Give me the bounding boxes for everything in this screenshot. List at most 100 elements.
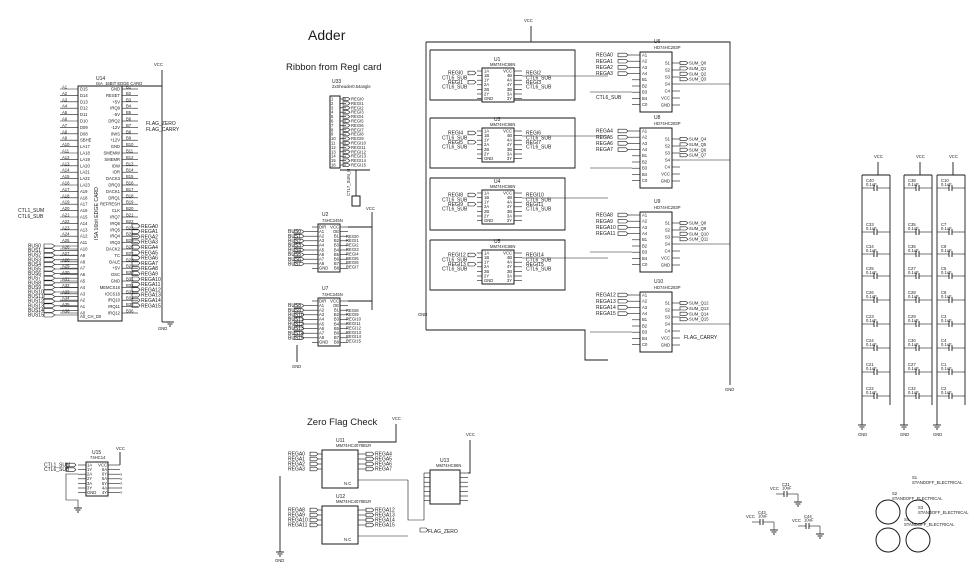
xor-pin-right: 4B bbox=[507, 255, 512, 260]
edge-left-pin-number: A1 bbox=[62, 85, 68, 90]
edge-right-pin-number: B5 bbox=[126, 110, 132, 115]
adder-sum-flag bbox=[679, 137, 689, 141]
adder-pin-left: B3 bbox=[642, 330, 648, 335]
adder-sum-label: SUM_Q3 bbox=[689, 77, 707, 82]
xor-pin-right: 3A bbox=[507, 213, 512, 218]
edge-left-pin-number: A18 bbox=[62, 193, 70, 198]
edge-left-pin-number: A9 bbox=[62, 136, 68, 141]
edge-right-pin-label: 0WS bbox=[111, 131, 120, 136]
ribbon-pin-flag bbox=[342, 132, 351, 137]
zero-top-vcc bbox=[358, 424, 397, 443]
xor-ctl-label-r: CTL6_SUB bbox=[526, 197, 552, 203]
bus-label: BUS14 bbox=[28, 308, 44, 314]
buffer-in-flag bbox=[293, 317, 305, 322]
adder-rega-label: REGA10 bbox=[596, 225, 616, 231]
buffer-in-label: BUS3 bbox=[288, 243, 301, 249]
bus-label: BUS1 bbox=[28, 248, 41, 254]
edge-right-pin-label: IRQ7 bbox=[110, 215, 120, 220]
ribbon-pin-number: 7 bbox=[331, 123, 334, 128]
reg-flag bbox=[131, 234, 141, 239]
edge-right-pin-label: CLK bbox=[112, 208, 120, 213]
edge-left-pin-number: A17 bbox=[62, 187, 70, 192]
xor-ctl-label: CTL6_SUB bbox=[442, 197, 468, 203]
adder-pin-left: A3 bbox=[642, 141, 648, 146]
edge-right-pin-number: B29 bbox=[126, 264, 134, 269]
cap-value: 0.1uF bbox=[866, 248, 877, 253]
adder-pin-left: A3 bbox=[642, 305, 648, 310]
zero-out-label: REGA6 bbox=[375, 462, 392, 468]
xor-pin-left: 2B bbox=[484, 209, 489, 214]
small-chip-pin-r: 4A bbox=[102, 485, 107, 490]
buffer-in-label: BUS13 bbox=[288, 326, 304, 332]
xor-regi-label-r: REGI2 bbox=[526, 71, 541, 77]
xor-body bbox=[481, 127, 515, 163]
edge-left-pin-label: A10 bbox=[80, 247, 88, 252]
xor-pin-right: 3B bbox=[507, 87, 512, 92]
edge-left-pin-label: LA17 bbox=[80, 144, 90, 149]
xor-pin-left: 2Y bbox=[484, 91, 489, 96]
zero-in-flag bbox=[309, 456, 319, 462]
adder-body bbox=[639, 291, 673, 353]
adder-rega-flag bbox=[617, 59, 629, 64]
edge-right-pin-number: B18 bbox=[126, 193, 134, 198]
xor-pin-left: 1A bbox=[484, 250, 489, 255]
edge-gnd-label: GND bbox=[158, 326, 167, 331]
adder-sum-flag bbox=[679, 77, 689, 82]
ribbon-pin-label: REGI9 bbox=[351, 136, 364, 141]
zero-out-flag bbox=[365, 466, 375, 472]
buffer-pin-right: B5 bbox=[334, 326, 340, 331]
xor-pin-left: 1Y bbox=[484, 200, 489, 205]
xor-regi-label-r: REGI11 bbox=[526, 202, 544, 208]
buffer-in-label: BUS4 bbox=[288, 248, 301, 254]
zero-mux-name: MM74HC4078B1R bbox=[336, 443, 371, 448]
zero-out-flag bbox=[365, 456, 375, 462]
small-chip-pin-l: 3Y bbox=[87, 485, 92, 490]
bus-flag bbox=[43, 312, 56, 318]
edge-right-pin-label: IRQ11 bbox=[108, 304, 120, 309]
edge-left-pin-label: D09 bbox=[80, 125, 88, 130]
edge-left-pin-label: D14 bbox=[80, 93, 88, 98]
zero-out-label: REGA4 bbox=[375, 452, 392, 458]
ribbon-body bbox=[329, 95, 341, 169]
ribbon-pin-label: REGI0 bbox=[351, 97, 364, 102]
buffer-in-label: BUS14 bbox=[288, 331, 304, 337]
bulk-vcc-label: VCC bbox=[770, 486, 779, 491]
adder-sum-flag bbox=[679, 311, 689, 316]
adder-sum-label: SUM_Q14 bbox=[689, 311, 709, 316]
buffer-pin-right: B1 bbox=[334, 308, 340, 313]
ribbon-pin-label: REGI13 bbox=[351, 154, 367, 159]
small-chip-ref: U15 bbox=[92, 450, 101, 456]
cap-ref: C27 bbox=[908, 266, 916, 271]
edge-right-pin-number: B21 bbox=[126, 213, 134, 218]
xor-pin-left: 2Y bbox=[484, 273, 489, 278]
adder-sum-flag bbox=[679, 317, 689, 322]
ribbon-pin-number: 13 bbox=[331, 149, 336, 154]
edge-left-pin-label: A12 bbox=[80, 234, 88, 239]
ribbon-pin-label: REGI15 bbox=[351, 163, 367, 168]
adder-pin-right: VCC bbox=[661, 335, 670, 340]
edge-right-pin-label: IRQ4 bbox=[110, 234, 120, 239]
xor-ctl-label: CTL6_SUB bbox=[442, 135, 468, 141]
edge-left-pin-number: A20 bbox=[62, 206, 70, 211]
edge-right-pin-label: DACK2 bbox=[106, 247, 121, 252]
xor-pin-right: VCC bbox=[503, 250, 512, 255]
zero-nc-label: N.C bbox=[344, 481, 351, 486]
cap-value: 0.1uF bbox=[908, 248, 919, 253]
ribbon-pin-label: REGI5 bbox=[351, 119, 364, 124]
buffer-in-label: BUS11 bbox=[288, 317, 304, 323]
adder-pin-left: A2 bbox=[642, 59, 648, 64]
adder-pin-left: B2 bbox=[642, 323, 648, 328]
adder-name: HD74HC283P bbox=[654, 45, 681, 50]
standoff-circle bbox=[875, 527, 901, 553]
small-chip-pin-r: 6A bbox=[102, 467, 107, 472]
adder-pin-left: B3 bbox=[642, 166, 648, 171]
cap-vcc-label: VCC bbox=[874, 154, 883, 159]
reg-label: REGA5 bbox=[141, 250, 158, 256]
xor-pin-left: 2B bbox=[484, 87, 489, 92]
adder-rega-flag bbox=[617, 65, 629, 70]
adder-ref: U6 bbox=[654, 39, 661, 45]
xor-regi-label: REGI8 bbox=[448, 193, 463, 199]
cap-value: 0.1uF bbox=[866, 318, 877, 323]
buffer-name: 74HC245N bbox=[322, 218, 343, 223]
adder-rega-flag bbox=[617, 212, 629, 218]
